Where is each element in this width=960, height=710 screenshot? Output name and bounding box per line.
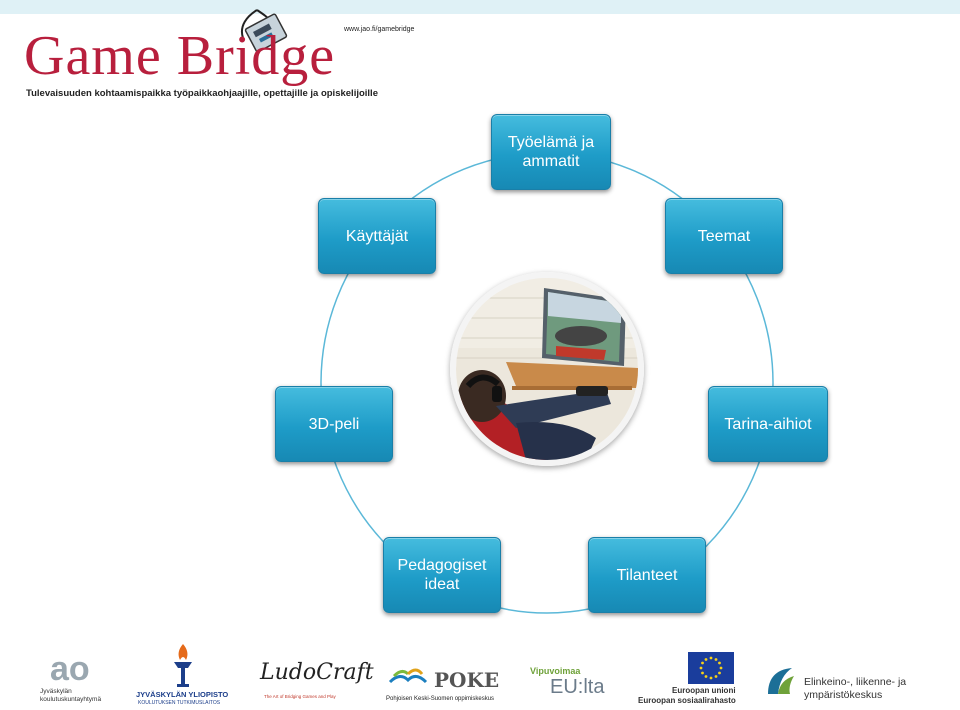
poke-logo: POKE Pohjoisen Keski-Suomen oppimiskesku…	[384, 640, 504, 708]
eu-flag-icon	[688, 652, 734, 684]
node-tarina-aihiot: Tarina-aihiot	[708, 386, 828, 462]
eu-logo: Euroopan unioni Euroopan sosiaalirahasto	[638, 640, 748, 708]
ely-logo: Elinkeino-, liikenne- ja ympäristökeskus	[764, 640, 924, 708]
node-label: Käyttäjät	[345, 227, 409, 245]
node-label: 3D-peli	[308, 415, 360, 433]
node-tilanteet: Tilanteet	[588, 537, 706, 613]
logo-url: www.jao.fi/gamebridge	[344, 26, 415, 33]
node-pedagogiset-ideat: Pedagogiset ideat	[383, 537, 501, 613]
node-label: Teemat	[697, 227, 751, 245]
logo-tagline: Tulevaisuuden kohtaamispaikka työpaikkao…	[26, 88, 378, 99]
partner-logos: ao Jyväskylän koulutuskuntayhtymä JYVÄSK…	[0, 640, 960, 710]
torch-icon	[174, 644, 192, 687]
node-kayttajat: Käyttäjät	[318, 198, 436, 274]
book-icon	[388, 668, 428, 684]
logo-title: Game Bridge	[24, 25, 336, 87]
ao-logo: ao Jyväskylän koulutuskuntayhtymä	[40, 650, 102, 703]
bridge-ticket-icon	[241, 9, 288, 53]
top-banner-strip	[0, 0, 960, 14]
node-label: Työelämä ja ammatit	[507, 134, 595, 170]
node-teemat: Teemat	[665, 198, 783, 274]
vipuvoimaa-logo: Vipuvoimaa EU:lta	[530, 666, 605, 698]
jyu-logo: JYVÄSKYLÄN YLIOPISTO KOULUTUKSEN TUTKIMU…	[132, 640, 242, 708]
center-photo	[450, 272, 644, 466]
node-label: Tarina-aihiot	[724, 415, 812, 433]
node-label: Pedagogiset ideat	[397, 557, 487, 593]
gamer-illustration	[456, 278, 638, 460]
game-bridge-logo: Game Bridge www.jao.fi/gamebridge Tuleva…	[24, 9, 444, 106]
node-label: Tilanteet	[616, 566, 678, 584]
ely-emblem-icon	[768, 668, 794, 694]
node-3d-peli: 3D-peli	[275, 386, 393, 462]
node-tyoelama-ja-ammatit: Työelämä ja ammatit	[491, 114, 611, 190]
ludocraft-logo: LudoCraft The Art of Bridging Games and …	[260, 660, 374, 699]
